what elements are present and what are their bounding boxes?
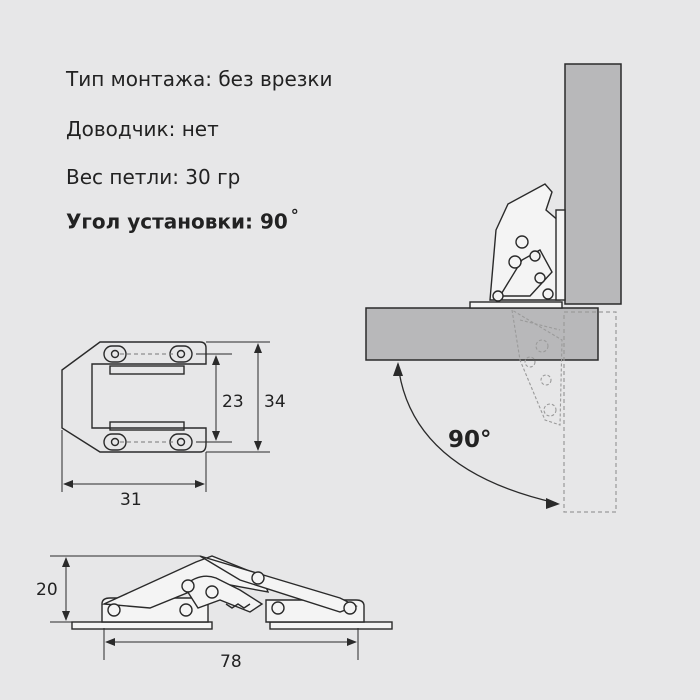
plate-strip-bottom	[109, 421, 185, 431]
spec-mount-type: Тип монтажа: без врезки	[66, 67, 333, 91]
plate-outline	[61, 341, 207, 453]
spec-angle: Угол установки: 90°	[66, 206, 299, 234]
hinge-closed	[469, 183, 566, 309]
hinge-open-dashed	[511, 308, 563, 426]
spec-soft-close: Доводчик: нет	[66, 117, 219, 141]
angle-arrow-bottom	[546, 498, 560, 509]
spec-angle-text: Угол установки: 90	[66, 209, 288, 234]
slot-top-left	[103, 345, 127, 363]
slot-bottom-left	[103, 433, 127, 451]
door-panel	[365, 307, 599, 361]
spec-weight: Вес петли: 30 гр	[66, 165, 241, 189]
angle-label: 90°	[448, 427, 492, 453]
base-strip-right	[269, 621, 393, 630]
plate-strip-top	[109, 365, 185, 375]
angle-arc	[397, 363, 557, 504]
cabinet-panel	[564, 63, 622, 305]
dim-hole-spacing: 23	[222, 392, 244, 412]
dim-plate-width: 31	[120, 490, 142, 510]
base-strip-left	[71, 621, 213, 630]
dim-plate-height: 34	[264, 392, 286, 412]
angle-arrow-top	[393, 362, 403, 376]
dim-hinge-height: 20	[36, 580, 58, 600]
dim-hinge-length: 78	[220, 652, 242, 672]
spec-angle-degree: °	[290, 206, 299, 225]
